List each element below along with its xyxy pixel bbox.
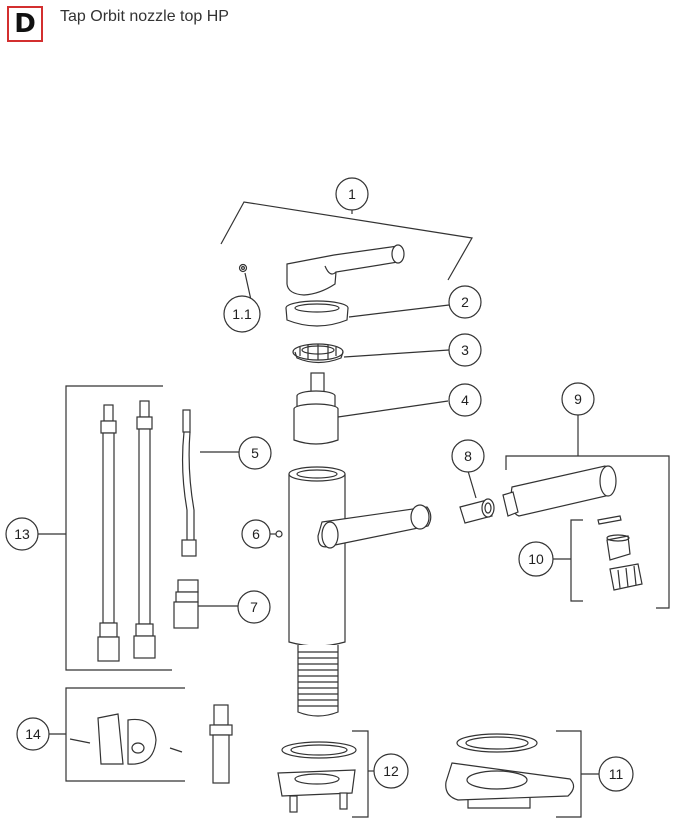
callout-8-label: 8 — [464, 448, 472, 464]
callout-3: 3 — [448, 333, 482, 367]
thin-hose-part — [181, 409, 197, 557]
callout-10-label: 10 — [528, 551, 544, 567]
callout-13: 13 — [5, 517, 39, 551]
callout-11: 11 — [598, 756, 634, 792]
side-screw-part — [275, 530, 283, 538]
callout-14-label: 14 — [25, 726, 41, 742]
callout-6: 6 — [241, 519, 271, 549]
callout-4-label: 4 — [461, 392, 469, 408]
bracket-part-10 — [570, 519, 583, 602]
callout-7: 7 — [237, 590, 271, 624]
bracket-part-11 — [556, 730, 582, 818]
diagram-title: Tap Orbit nozzle top HP — [60, 8, 229, 25]
cartridge-part — [293, 372, 339, 445]
callout-14: 14 — [16, 717, 50, 751]
mounting-clamp-part — [69, 713, 183, 765]
section-letter-badge: D — [7, 6, 43, 42]
callout-1-1-label: 1.1 — [232, 306, 252, 322]
hose-connector-part — [459, 498, 495, 524]
water-pipe-fitting-part — [209, 704, 233, 784]
callout-7-label: 7 — [250, 599, 258, 615]
nozzle-part — [502, 465, 617, 517]
callout-1: 1 — [335, 177, 369, 211]
callout-5-label: 5 — [251, 445, 259, 461]
callout-6-label: 6 — [252, 526, 260, 542]
callout-1-1: 1.1 — [223, 295, 261, 333]
callout-10: 10 — [518, 541, 554, 577]
callout-3-label: 3 — [461, 342, 469, 358]
base-plate-part — [277, 741, 357, 813]
grub-screw-part — [238, 263, 248, 273]
bracket-part-14 — [65, 687, 185, 782]
callout-11-label: 11 — [609, 766, 624, 782]
bracket-part-1 — [220, 201, 473, 281]
aerator-set-part — [597, 515, 643, 591]
callout-2: 2 — [448, 285, 482, 319]
cover-cap-part — [285, 300, 349, 327]
supply-hoses-part — [97, 400, 156, 662]
callout-1-label: 1 — [348, 186, 356, 202]
bracket-part-12 — [352, 730, 369, 818]
callout-5: 5 — [238, 436, 272, 470]
tap-body-part — [288, 466, 432, 717]
lock-nut-part — [292, 343, 344, 364]
bracket-part-13 — [65, 385, 172, 671]
callout-12: 12 — [373, 753, 409, 789]
handle-part — [286, 244, 405, 296]
callout-2-label: 2 — [461, 294, 469, 310]
callout-9-label: 9 — [574, 391, 582, 407]
callout-9: 9 — [561, 382, 595, 416]
callout-4: 4 — [448, 383, 482, 417]
adapter-part — [173, 579, 199, 629]
triangular-plate-part — [445, 733, 575, 809]
callout-12-label: 12 — [383, 763, 399, 779]
callout-8: 8 — [451, 439, 485, 473]
callout-13-label: 13 — [14, 526, 30, 542]
bracket-part-9 — [505, 455, 670, 609]
